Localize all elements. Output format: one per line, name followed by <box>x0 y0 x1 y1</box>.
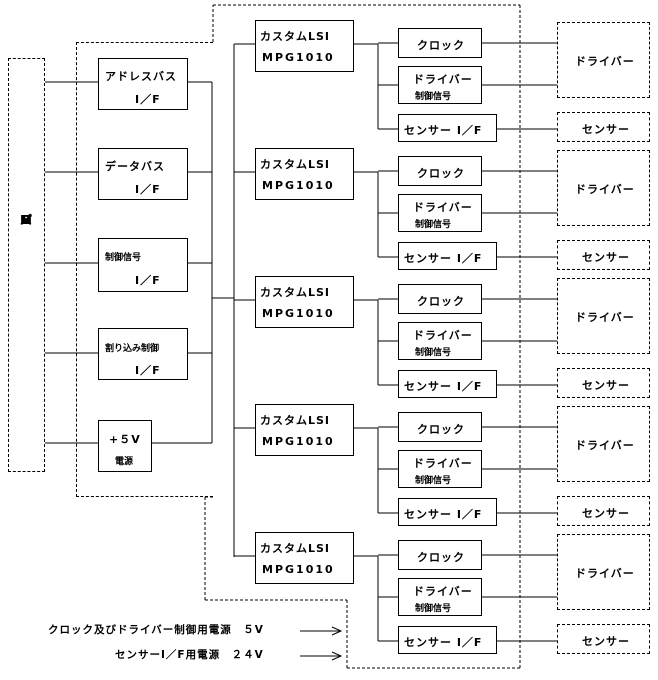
driver-control-sublabel: 制御信号 <box>415 348 452 358</box>
driver-control-sublabel: 制御信号 <box>415 220 452 230</box>
driver-unit-box: ドライバー <box>557 534 650 610</box>
sensor-if-block: センサー I／F <box>398 370 497 398</box>
board-outline-left <box>76 42 213 497</box>
driver-control-sublabel: 制御信号 <box>415 92 452 102</box>
sensor-if-label: センサー I／F <box>404 380 483 393</box>
driver-unit-label: ドライバー <box>575 183 635 196</box>
driver-control-label: ドライバー <box>413 457 473 470</box>
clock-block: クロック <box>398 156 482 186</box>
driver-control-block: ドライバー 制御信号 <box>398 450 482 488</box>
driver-control-block: ドライバー 制御信号 <box>398 578 482 616</box>
driver-unit-box: ドライバー <box>557 150 650 226</box>
lsi-part-number: MPG1010 <box>262 51 335 64</box>
sensor-if-block: センサー I／F <box>398 626 497 654</box>
lsi-part-number: MPG1010 <box>262 307 335 320</box>
interrupt-control-if: 割り込み制御 I／F <box>98 328 188 380</box>
clock-label: クロック <box>417 39 465 52</box>
driver-unit-box: ドライバー <box>557 278 650 354</box>
lsi-name: カスタムLSI <box>260 158 331 171</box>
sensor-if-block: センサー I／F <box>398 114 497 142</box>
clock-block: クロック <box>398 540 482 570</box>
sensor-unit-box: センサー <box>557 368 650 398</box>
sensor-if-label: センサー I／F <box>404 252 483 265</box>
lsi-name: カスタムLSI <box>260 286 331 299</box>
lsi-part-number: MPG1010 <box>262 563 335 576</box>
custom-lsi-block: カスタムLSI MPG1010 <box>255 20 354 72</box>
clock-label: クロック <box>417 551 465 564</box>
driver-unit-label: ドライバー <box>575 311 635 324</box>
sensor-unit-label: センサー <box>582 507 630 520</box>
driver-control-sublabel: 制御信号 <box>415 604 452 614</box>
sensor-if-label: センサー I／F <box>404 636 483 649</box>
lsi-name: カスタムLSI <box>260 414 331 427</box>
driver-unit-label: ドライバー <box>575 55 635 68</box>
sensor-unit-label: センサー <box>582 635 630 648</box>
sensor-if-label: センサー I／F <box>404 124 483 137</box>
sensor-unit-box: センサー <box>557 240 650 270</box>
sensor-unit-box: センサー <box>557 624 650 654</box>
sensor-unit-label: センサー <box>582 251 630 264</box>
control-signal-if: 制御信号 I／F <box>98 238 188 292</box>
sensor-unit-label: センサー <box>582 123 630 136</box>
sensor-unit-box: センサー <box>557 496 650 526</box>
power-5v-block: +５V 電源 <box>98 420 152 472</box>
address-bus-if: アドレスバス I／F <box>98 58 188 110</box>
clock-block: クロック <box>398 284 482 314</box>
sensor-if-block: センサー I／F <box>398 242 497 270</box>
custom-lsi-block: カスタムLSI MPG1010 <box>255 404 354 456</box>
clock-label: クロック <box>417 167 465 180</box>
lsi-part-number: MPG1010 <box>262 435 335 448</box>
note-power-5v: クロック及びドライバー制御用電源 ５V <box>48 624 264 636</box>
sensor-unit-box: センサー <box>557 112 650 142</box>
clock-label: クロック <box>417 423 465 436</box>
clock-label: クロック <box>417 295 465 308</box>
sensor-unit-label: センサー <box>582 379 630 392</box>
driver-unit-box: ドライバー <box>557 406 650 482</box>
custom-lsi-block: カスタムLSI MPG1010 <box>255 532 354 584</box>
clock-block: クロック <box>398 28 482 58</box>
driver-unit-label: ドライバー <box>575 439 635 452</box>
vme-bus-box <box>8 58 45 472</box>
lsi-name: カスタムLSI <box>260 30 331 43</box>
driver-control-block: ドライバー 制御信号 <box>398 66 482 104</box>
sensor-if-label: センサー I／F <box>404 508 483 521</box>
driver-control-block: ドライバー 制御信号 <box>398 194 482 232</box>
lsi-part-number: MPG1010 <box>262 179 335 192</box>
note-power-24v: センサーI／F用電源 ２４V <box>115 649 264 661</box>
data-bus-if: データバス I／F <box>98 148 188 200</box>
driver-unit-label: ドライバー <box>575 567 635 580</box>
driver-control-label: ドライバー <box>413 329 473 342</box>
lsi-name: カスタムLSI <box>260 542 331 555</box>
driver-control-sublabel: 制御信号 <box>415 476 452 486</box>
driver-control-block: ドライバー 制御信号 <box>398 322 482 360</box>
driver-control-label: ドライバー <box>413 201 473 214</box>
clock-block: クロック <box>398 412 482 442</box>
driver-unit-box: ドライバー <box>557 22 650 98</box>
sensor-if-block: センサー I／F <box>398 498 497 526</box>
driver-control-label: ドライバー <box>413 585 473 598</box>
custom-lsi-block: カスタムLSI MPG1010 <box>255 148 354 200</box>
driver-control-label: ドライバー <box>413 73 473 86</box>
custom-lsi-block: カスタムLSI MPG1010 <box>255 276 354 328</box>
